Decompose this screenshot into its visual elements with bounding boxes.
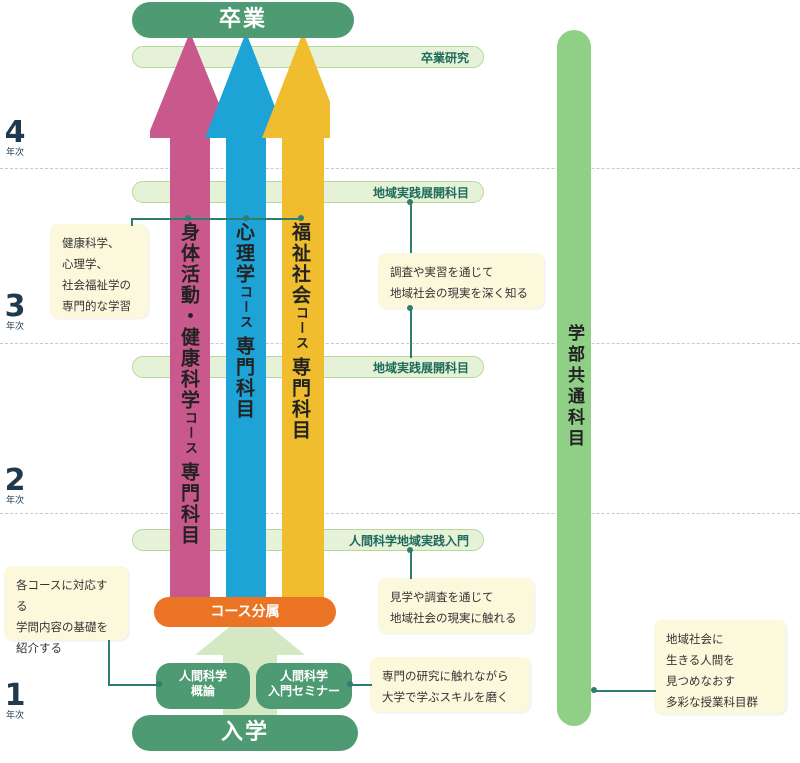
connector-line: [108, 640, 110, 685]
common-subjects-bar: [557, 30, 591, 726]
entry-arrow: [195, 610, 305, 720]
connector-line: [594, 690, 656, 692]
connector-line: [108, 684, 158, 686]
note-course-intro: 各コースに対応する学問内容の基礎を紹介する: [4, 566, 128, 655]
connector-dot: [298, 215, 304, 221]
body-course-arrow: [150, 32, 233, 602]
psych-course-label: 心理学コース専門科目: [233, 222, 255, 420]
connector-line: [131, 218, 133, 226]
welfare-course-label: 福祉社会コース専門科目: [289, 222, 311, 441]
intro-human-science-pill: 人間科学概論: [156, 663, 250, 709]
connector-dot: [407, 199, 413, 205]
connector-dot: [347, 681, 353, 687]
connector-dot: [591, 687, 597, 693]
year-divider: [0, 513, 800, 514]
psych-course-arrow: [205, 32, 287, 602]
note-observation: 見学や調査を通じて地域社会の現実に触れる: [378, 578, 534, 633]
connector-dot: [185, 215, 191, 221]
connector-dot: [407, 547, 413, 553]
connector-dot: [243, 215, 249, 221]
connector-dot: [407, 305, 413, 311]
note-common: 地域社会に生きる人間を見つめなおす多彩な授業科目群: [654, 620, 786, 714]
connector-line: [410, 308, 412, 358]
intro-seminar-pill: 人間科学入門セミナー: [256, 663, 352, 709]
year-divider: [0, 168, 800, 169]
connector-line: [350, 684, 372, 686]
course-assignment-bar: コース分属: [154, 597, 336, 627]
body-course-label: 身体活動・健康科学コース専門科目: [178, 222, 200, 546]
connector-line: [131, 218, 301, 220]
course-arrows: [150, 32, 330, 602]
note-health: 健康科学、心理学、社会福祉学の専門的な学習: [50, 224, 148, 318]
common-subjects-label: 学部共通科目: [564, 324, 584, 450]
graduation-pill: 卒業: [132, 2, 354, 38]
connector-line: [410, 201, 412, 253]
note-seminar: 専門の研究に触れながら大学で学ぶスキルを磨く: [370, 657, 530, 712]
connector-line: [410, 549, 412, 579]
welfare-course-arrow: [262, 32, 330, 602]
admission-pill: 入学: [132, 715, 358, 751]
year-divider: [0, 343, 800, 344]
connector-dot: [156, 681, 162, 687]
note-survey-practice: 調査や実習を通じて地域社会の現実を深く知る: [378, 253, 544, 308]
